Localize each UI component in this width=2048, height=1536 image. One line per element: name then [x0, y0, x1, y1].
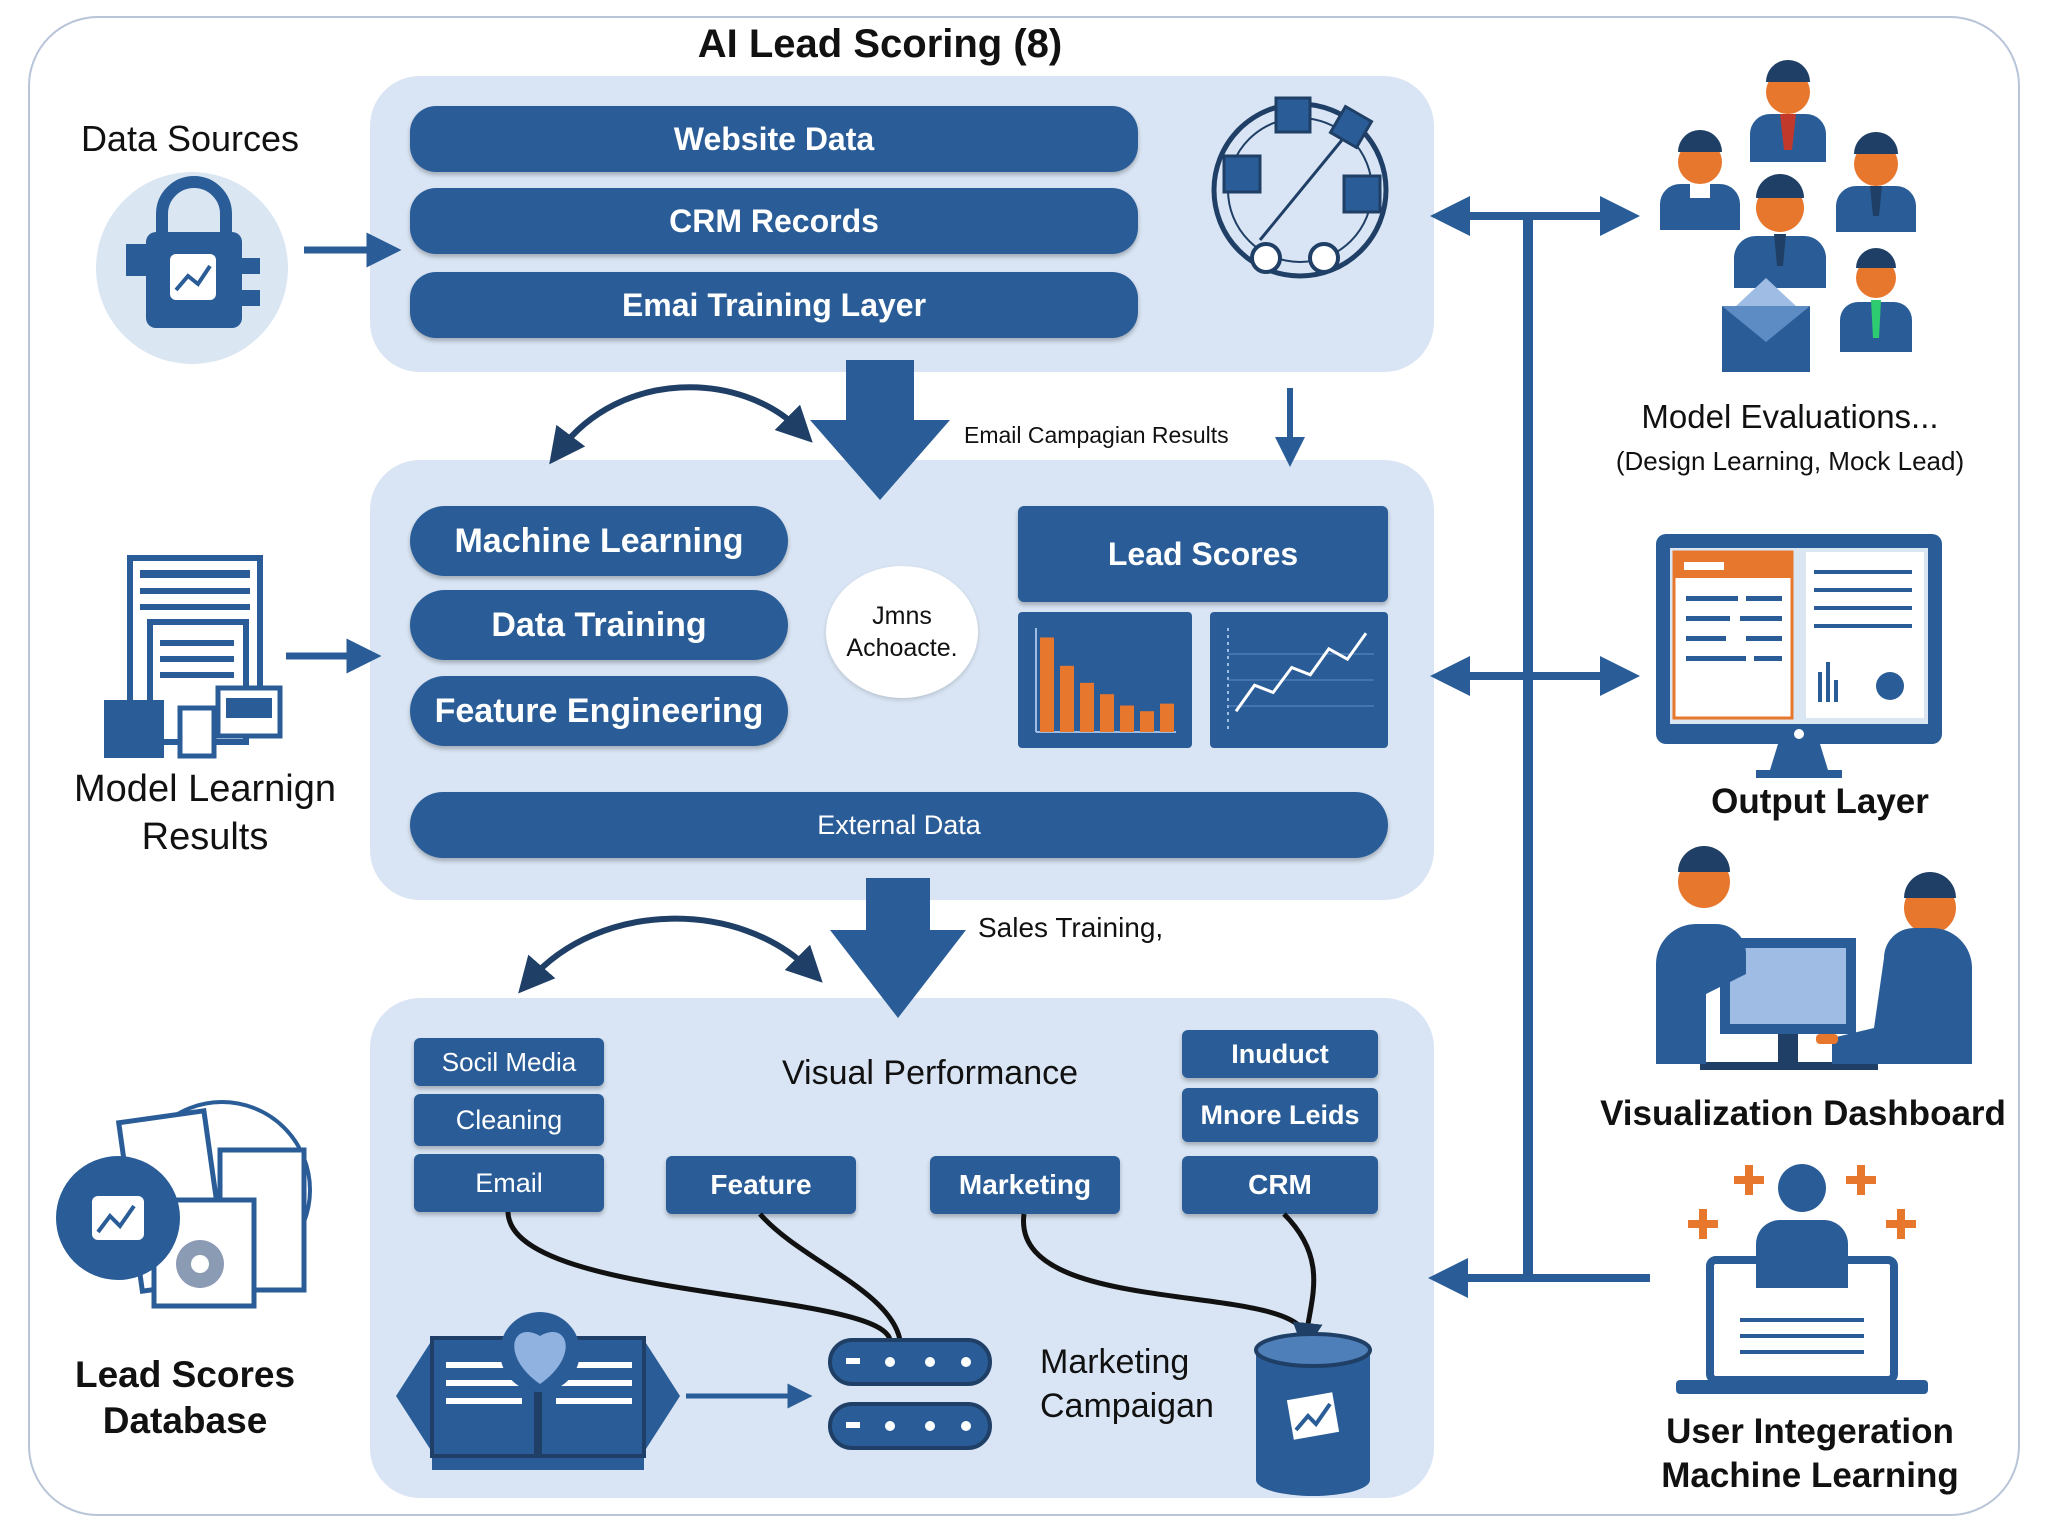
bar-5 [1120, 705, 1134, 732]
visual-performance-label: Visual Performance [781, 1054, 1079, 1092]
more-leads-box: Mnore Leids [1182, 1088, 1378, 1142]
bar-7 [1160, 703, 1174, 732]
bar-3 [1080, 682, 1094, 732]
user-integration-label: User Integeration Machine Learning [1610, 1410, 2010, 1498]
model-eval-line-2: (Design Learning, Mock Lead) [1615, 446, 1965, 476]
network-cycle-icon [1211, 96, 1389, 279]
output-layer-label: Output Layer [1711, 782, 1929, 821]
marketing-campaign-label: Marketing Campaigan [1040, 1340, 1214, 1428]
user-int-line-1: User Integeration [1666, 1412, 1954, 1451]
bar-6 [1140, 711, 1154, 732]
crm-records-pill: CRM Records [410, 188, 1138, 254]
feature-engineering-pill: Feature Engineering [410, 676, 788, 746]
score-trend-line [1234, 632, 1368, 713]
sales-training-label: Sales Training, [978, 912, 1164, 943]
model-learning-results-label: Model Learnign Results [40, 766, 370, 861]
lead-scores-box: Lead Scores [1018, 506, 1388, 602]
document-stack-icon [104, 555, 283, 759]
feature-box: Feature [666, 1156, 856, 1214]
email-training-layer-pill: Emai Training Layer [410, 272, 1138, 338]
db-line-1: Lead Scores [74, 1354, 296, 1395]
social-media-box: Socil Media [414, 1038, 604, 1086]
machine-learning-pill: Machine Learning [410, 506, 788, 576]
people-group-icon [1660, 60, 1916, 372]
visualization-dashboard-label: Visualization Dashboard [1600, 1094, 2006, 1133]
data-training-pill: Data Training [410, 590, 788, 660]
cylinder-chart-icon [1254, 1332, 1372, 1496]
campaign-line-2: Campaigan [1040, 1387, 1214, 1426]
book-heart-icon [396, 1312, 680, 1470]
inuduct-box: Inuduct [1182, 1030, 1378, 1078]
email-box: Email [414, 1154, 604, 1212]
bar-2 [1060, 665, 1074, 732]
model-results-line-1: Model Learnign [74, 768, 336, 810]
website-data-pill: Website Data [410, 106, 1138, 172]
model-eval-line-1: Model Evaluations... [1641, 398, 1939, 435]
data-source-icon [96, 172, 288, 364]
outer-frame [28, 16, 2020, 1516]
monitor-icon [1656, 534, 1942, 778]
cleaning-box: Cleaning [414, 1094, 604, 1146]
crm-box: CRM [1182, 1156, 1378, 1214]
laptop-user-icon [1676, 1164, 1928, 1394]
meeting-icon [1656, 846, 1972, 1070]
campaign-line-1: Marketing [1040, 1343, 1190, 1381]
bubble-line-1: Jmns [872, 601, 932, 630]
db-line-2: Database [102, 1400, 268, 1442]
database-icon [56, 1100, 312, 1309]
server-icon [828, 1338, 992, 1450]
lead-scores-database-label: Lead Scores Database [40, 1352, 330, 1445]
bar-1 [1040, 637, 1054, 732]
marketing-box: Marketing [930, 1156, 1120, 1214]
data-sources-label: Data Sources [80, 118, 300, 159]
model-results-line-2: Results [141, 815, 269, 858]
bubble-line-2: Achoacte. [846, 634, 958, 662]
bubble-note: Jmns Achoacte. [826, 566, 978, 698]
bar-4 [1100, 694, 1114, 732]
diagram-title: AI Lead Scoring (8) [697, 22, 1063, 66]
model-evaluations-label: Model Evaluations... (Design Learning, M… [1570, 398, 2010, 477]
external-data-pill: External Data [410, 792, 1388, 858]
user-int-line-2: Machine Learning [1661, 1455, 1959, 1495]
email-campaign-results-label: Email Campagian Results [964, 422, 1229, 448]
